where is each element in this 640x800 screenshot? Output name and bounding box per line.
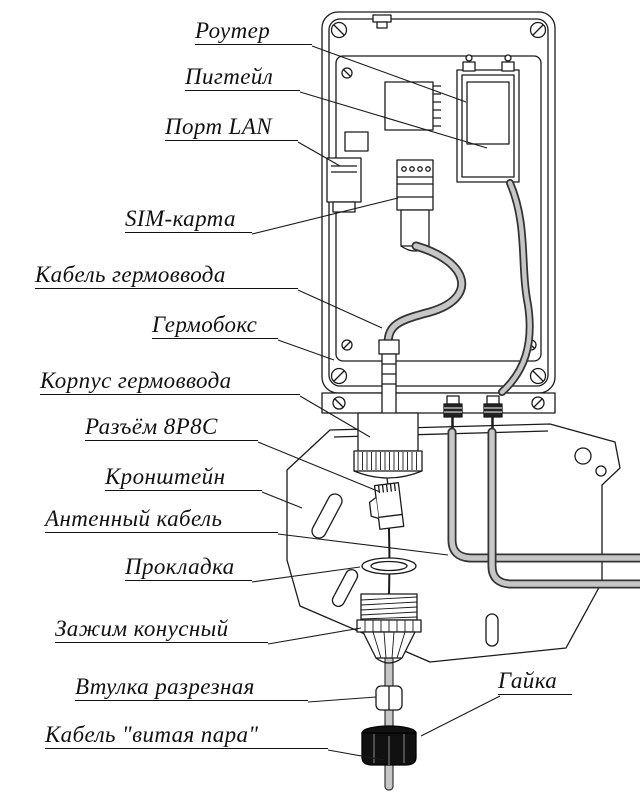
lan-port-shape — [326, 157, 362, 213]
label-gland-body: Корпус гермоввода — [40, 368, 300, 395]
label-gland-cable: Кабель гермоввода — [35, 262, 298, 289]
screws — [330, 21, 547, 410]
label-lan-port: Порт LAN — [165, 114, 298, 141]
label-pigtail: Пигтейл — [185, 64, 300, 91]
gland-cable-shape — [383, 241, 467, 349]
top-clip-shape — [372, 14, 392, 29]
label-sim-card: SIM-карта — [125, 206, 252, 233]
gasket-shape — [361, 557, 417, 575]
rj45-shape — [368, 482, 405, 530]
nut-shape — [361, 725, 417, 766]
router-module-shape — [456, 54, 520, 183]
antenna-cables-shape — [447, 427, 640, 589]
sma-feedthrough-shape — [443, 395, 503, 434]
pigtail-cable-shape — [498, 179, 534, 396]
label-nut: Гайка — [498, 668, 572, 695]
label-router: Роутер — [195, 18, 312, 45]
label-bracket: Кронштейн — [105, 464, 262, 491]
board-component-shape — [344, 131, 369, 152]
label-antenna-cable: Антенный кабель — [45, 506, 278, 533]
sim-holder-shape — [396, 159, 434, 252]
label-twisted-pair: Кабель "витая пара" — [45, 722, 328, 749]
label-rj45: Разъём 8P8C — [85, 414, 258, 441]
leader-lines — [251, 45, 501, 761]
label-gasket: Прокладка — [125, 554, 252, 581]
label-split-sleeve: Втулка разрезная — [75, 674, 308, 701]
gland-stem-shape — [378, 339, 400, 415]
circuit-chip-shape — [384, 81, 441, 131]
split-sleeve-shape — [375, 685, 403, 711]
label-conical-clamp: Зажим конусный — [55, 616, 268, 643]
conical-clamp-shape — [356, 593, 422, 664]
label-enclosure: Гермобокс — [152, 312, 278, 339]
gland-body-shape — [353, 412, 423, 479]
